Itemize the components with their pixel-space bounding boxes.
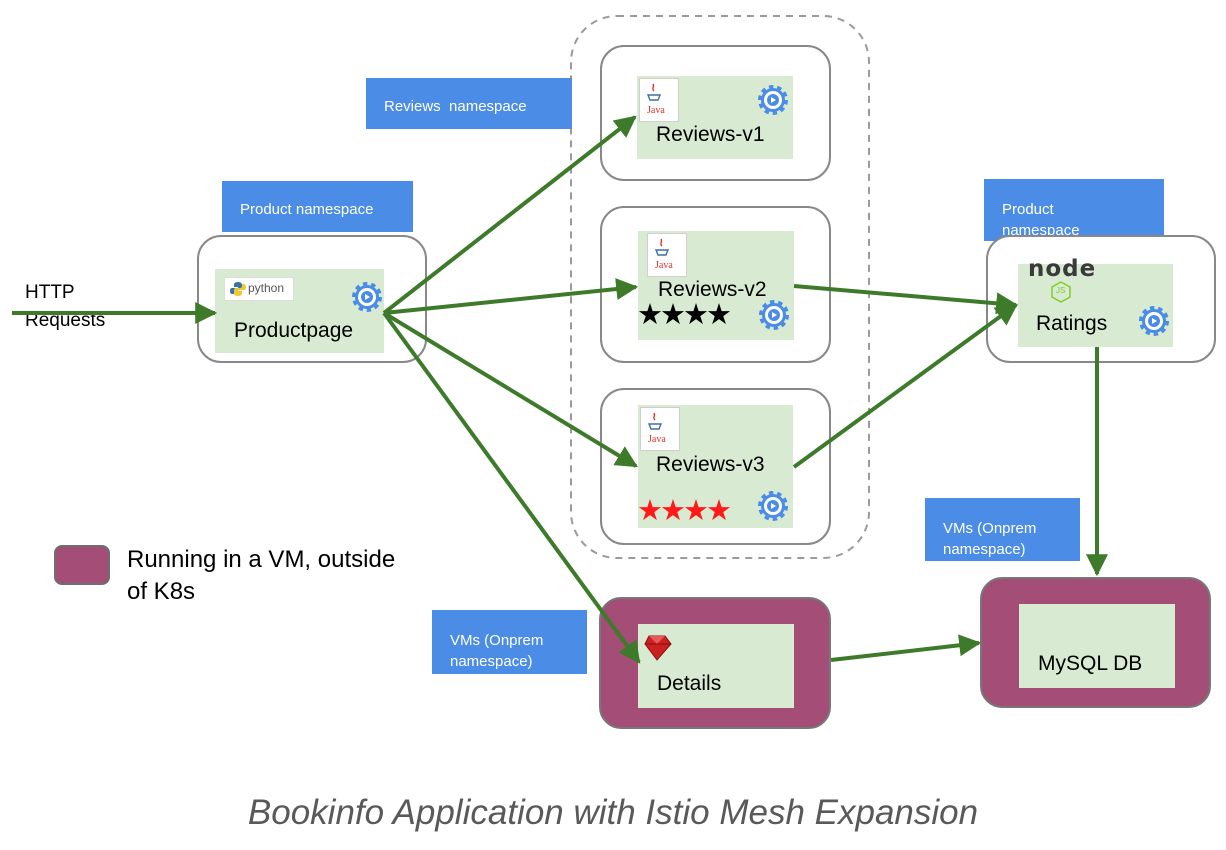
arrow-reviews-v2-to-ratings: [793, 284, 1019, 315]
java-icon: [647, 233, 687, 277]
java-cup-glyphs: Java Java Java: [646, 83, 673, 445]
arrow-productpage-to-reviews-v1: [382, 115, 637, 315]
java-label: Java: [647, 105, 665, 116]
diagram-caption: Bookinfo Application with Istio Mesh Exp…: [247, 793, 979, 832]
envoy-sidecar-icon: [352, 282, 382, 312]
productpage-name: Productpage: [234, 319, 354, 342]
reviews-v2-rating-stars: ★★★★: [637, 297, 732, 331]
vms-namespace-label-right: VMs (Onprem namespace): [925, 498, 1080, 561]
python-icon: [230, 282, 246, 296]
reviews-v1-name: Reviews-v1: [656, 123, 765, 146]
product-namespace-label-right: Product namespace: [984, 179, 1164, 241]
legend-text: Running in a VM, outside of K8s: [127, 546, 396, 605]
arrow-productpage-to-reviews-v3: [382, 311, 638, 468]
nodejs-hex-icon: [1051, 281, 1071, 303]
mysql-container: [1019, 604, 1175, 688]
nodejs-logo: node JS: [1028, 256, 1098, 303]
java-label: Java: [648, 434, 666, 445]
ratings-name: Ratings: [1036, 312, 1108, 335]
http-requests-label: HTTP Requests: [25, 282, 106, 331]
java-label: Java: [655, 260, 673, 271]
details-name: Details: [657, 672, 722, 695]
ruby-icon: [644, 635, 672, 661]
reviews-v3-name: Reviews-v3: [656, 453, 765, 476]
arrow-productpage-to-details: [382, 311, 641, 664]
reviews-namespace-label: Reviews namespace: [366, 78, 572, 129]
vms-namespace-label-left: VMs (Onprem namespace): [432, 610, 587, 674]
envoy-sidecar-icon: [758, 491, 788, 521]
arrow-reviews-v3-to-ratings: [792, 303, 1018, 469]
legend-vm-swatch: [54, 545, 110, 585]
reviews-v2-name: Reviews-v2: [658, 278, 767, 301]
envoy-sidecar-icon: [1139, 306, 1169, 336]
python-logo: python: [224, 277, 294, 301]
java-icon: [639, 78, 679, 122]
java-icon: [640, 407, 680, 451]
reviews-namespace-boundary: [570, 15, 870, 559]
product-namespace-label-left: Product namespace: [222, 181, 413, 232]
reviews-v3-rating-stars: ★★★★: [637, 493, 732, 527]
arrow-details-to-mysql: [830, 634, 982, 662]
envoy-sidecar-icon: [759, 300, 789, 330]
arrow-productpage-to-reviews-v2: [383, 278, 639, 315]
mysql-name: MySQL DB: [1038, 652, 1143, 675]
envoy-sidecar-icon: [758, 85, 788, 115]
